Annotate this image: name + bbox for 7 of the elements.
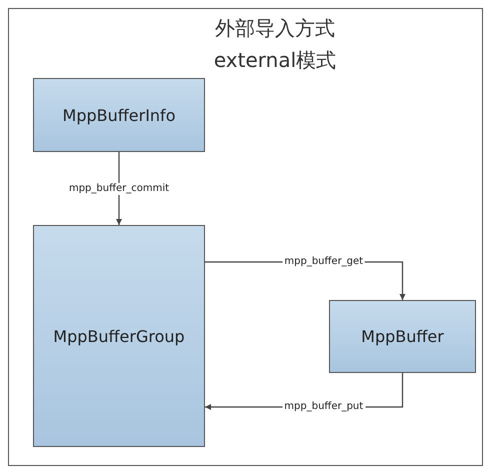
title: 外部导入方式 external模式 (212, 15, 338, 74)
edge-label: mpp_buffer_put (282, 401, 366, 413)
edge-label: mpp_buffer_commit (66, 182, 172, 194)
class-box: MppBufferGroup (33, 225, 205, 447)
class-box: MppBuffer (329, 300, 476, 373)
edge-label: mpp_buffer_get (282, 256, 366, 268)
class-box: MppBufferInfo (33, 78, 205, 152)
